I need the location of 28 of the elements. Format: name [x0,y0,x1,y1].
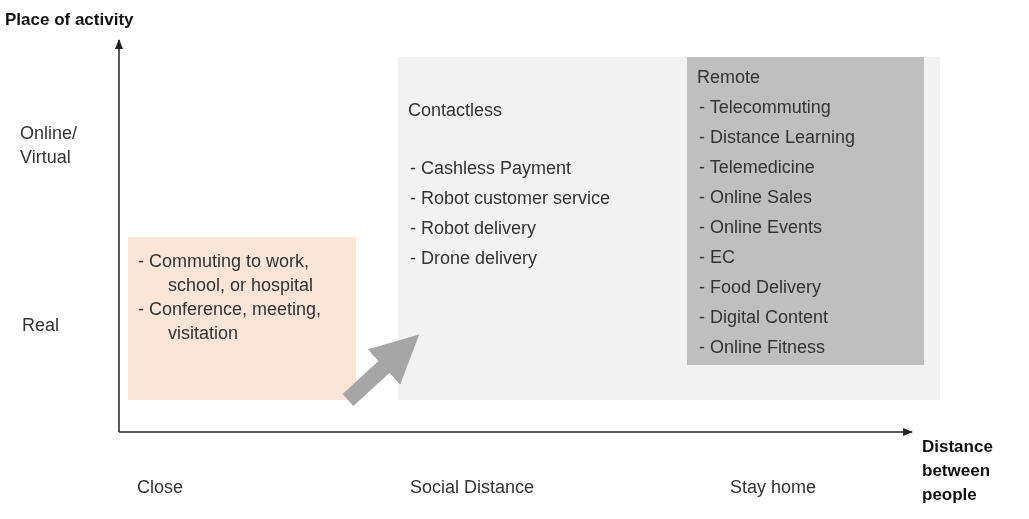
list-item: - Commuting to work, school, or hospital [138,250,315,297]
list-item: - Robot customer service [410,187,612,210]
axis-tick-label: Online/ Virtual [20,122,79,169]
axis-tick-label: Close [137,476,185,499]
axis-tick-label: Social Distance [410,476,536,499]
axis-tick-label: Real [22,314,61,337]
list-item: - Telemedicine [699,156,816,179]
list-item: - Cashless Payment [410,157,573,180]
category-panel [398,57,940,400]
list-item: - Telecommuting [699,96,832,119]
category-box [687,57,924,365]
list-item: - Online Sales [699,186,814,209]
box-heading: Contactless [408,99,504,122]
list-item: - Digital Content [699,306,830,329]
activity-box [128,237,356,400]
arrow [342,334,420,406]
list-item: - Robot delivery [410,217,538,240]
list-item: - Drone delivery [410,247,539,270]
list-item: - Conference, meeting, visitation [138,298,323,345]
list-item: - Online Events [699,216,824,239]
axis-title: Distance between people [922,436,994,506]
axis-tick-label: Stay home [730,476,818,499]
list-item: - Distance Learning [699,126,857,149]
list-item: - Online Fitness [699,336,827,359]
axis-title: Place of activity [5,9,135,31]
list-item: - EC [699,246,736,269]
box-heading: Remote [697,66,762,89]
list-item: - Food Delivery [699,276,823,299]
